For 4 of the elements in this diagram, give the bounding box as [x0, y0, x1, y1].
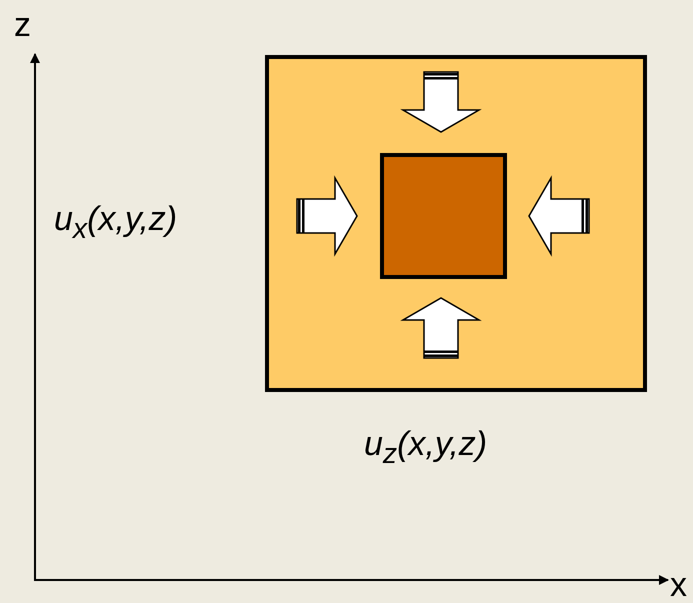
- displacement-label: u$_{x}$(x,y,z): [54, 200, 178, 247]
- displacement-label: u$_{z}$(x,y,z): [364, 425, 488, 472]
- axis-label: x: [670, 566, 687, 603]
- axis-label: z: [14, 6, 31, 44]
